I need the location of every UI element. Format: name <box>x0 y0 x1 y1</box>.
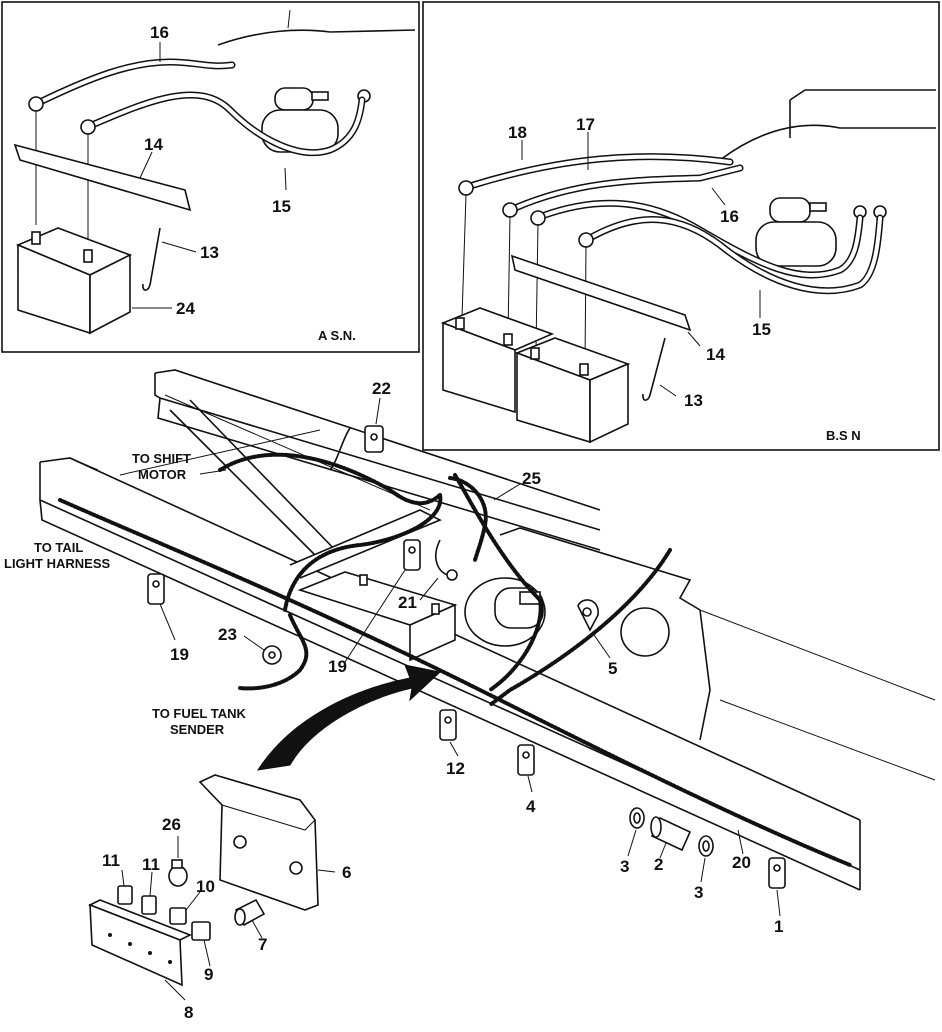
inset-a-note: A S.N. <box>318 328 356 343</box>
callout-4: 4 <box>526 797 536 816</box>
connector-10 <box>169 907 187 925</box>
inset-b-engine-outline <box>719 124 936 161</box>
inset-a-border <box>1 1 420 353</box>
note-tail-light-1: TO TAIL <box>34 540 83 555</box>
callout-7: 7 <box>258 935 267 954</box>
callout-10: 10 <box>196 877 215 896</box>
inset-a-j-bolt <box>142 227 161 291</box>
callout-3a: 3 <box>620 857 629 876</box>
note-fuel-tank-1: TO FUEL TANK <box>152 706 247 721</box>
callout-21: 21 <box>398 593 417 612</box>
main-harness <box>58 498 852 867</box>
callout-25: 25 <box>522 469 541 488</box>
connector-26 <box>168 859 188 887</box>
callout-26: 26 <box>162 815 181 834</box>
sleeve-7 <box>234 898 266 927</box>
connector-11b <box>141 895 157 915</box>
clamp-19b <box>403 539 421 571</box>
note-fuel-tank-2: SENDER <box>170 722 225 737</box>
callout-16b: 16 <box>720 207 739 226</box>
inset-b-border <box>422 1 940 451</box>
callout-12: 12 <box>446 759 465 778</box>
note-tail-light-2: LIGHT HARNESS <box>4 556 111 571</box>
callout-15b: 15 <box>752 320 771 339</box>
inset-b-note: B.S N <box>826 428 861 443</box>
inset-b-battery-1 <box>440 307 555 414</box>
callout-13: 13 <box>200 243 219 262</box>
mounting-plate-8 <box>88 899 192 987</box>
callout-3b: 3 <box>694 883 703 902</box>
clamp-19a <box>147 573 165 605</box>
clamp-12 <box>439 709 457 741</box>
callout-17: 17 <box>576 115 595 134</box>
callout-9: 9 <box>204 965 213 984</box>
inset-a-terminal-1 <box>28 96 44 112</box>
inset-a-hold-down-bar <box>13 143 192 212</box>
callout-14b: 14 <box>706 345 725 364</box>
bracket-6 <box>198 774 319 911</box>
chassis-starter-motor <box>464 577 546 647</box>
callout-19b: 19 <box>328 657 347 676</box>
callout-16: 16 <box>150 23 169 42</box>
inset-a: 16 14 15 13 24 A S.N. <box>1 1 420 353</box>
inset-b: 18 17 16 15 14 13 B.S N <box>422 1 940 451</box>
clamp-5 <box>577 599 599 632</box>
note-shift-motor-1: TO SHIFT <box>132 451 191 466</box>
callout-2: 2 <box>654 855 663 874</box>
chassis-batteries <box>297 571 458 662</box>
inset-b-starter-motor <box>755 197 887 267</box>
callout-18: 18 <box>508 123 527 142</box>
callout-13b: 13 <box>684 391 703 410</box>
callout-15: 15 <box>272 197 291 216</box>
callout-11b: 11 <box>142 855 160 874</box>
direction-arrow <box>256 664 442 771</box>
clamp-1 <box>768 857 786 889</box>
transmission-housing <box>499 527 936 781</box>
inset-b-hold-down-bar <box>510 254 692 332</box>
rear-frame-rail <box>154 373 601 531</box>
inset-b-battery-2 <box>514 337 631 444</box>
callout-1: 1 <box>774 917 783 936</box>
callout-24: 24 <box>176 299 195 318</box>
front-frame-rail <box>39 457 861 891</box>
sleeve-2 <box>650 816 692 852</box>
inset-a-terminal-2 <box>80 119 96 135</box>
callout-5: 5 <box>608 659 617 678</box>
callout-23: 23 <box>218 625 237 644</box>
note-shift-motor-2: MOTOR <box>138 467 187 482</box>
callout-11a: 11 <box>102 851 120 870</box>
callout-20: 20 <box>732 853 751 872</box>
clamp-22 <box>364 425 384 453</box>
callout-8: 8 <box>184 1003 193 1022</box>
clamp-4 <box>517 744 535 776</box>
callout-6: 6 <box>342 863 351 882</box>
connector-11a <box>117 885 133 905</box>
inset-b-j-bolt <box>642 337 666 401</box>
main-assembly: TO SHIFT MOTOR TO TAIL LIGHT HARNESS TO … <box>4 369 936 1022</box>
inset-a-battery <box>15 227 132 335</box>
connector-9 <box>191 921 211 941</box>
callout-19a: 19 <box>170 645 189 664</box>
callout-14: 14 <box>144 135 163 154</box>
callout-22: 22 <box>372 379 391 398</box>
inset-a-engine-outline <box>217 29 416 46</box>
